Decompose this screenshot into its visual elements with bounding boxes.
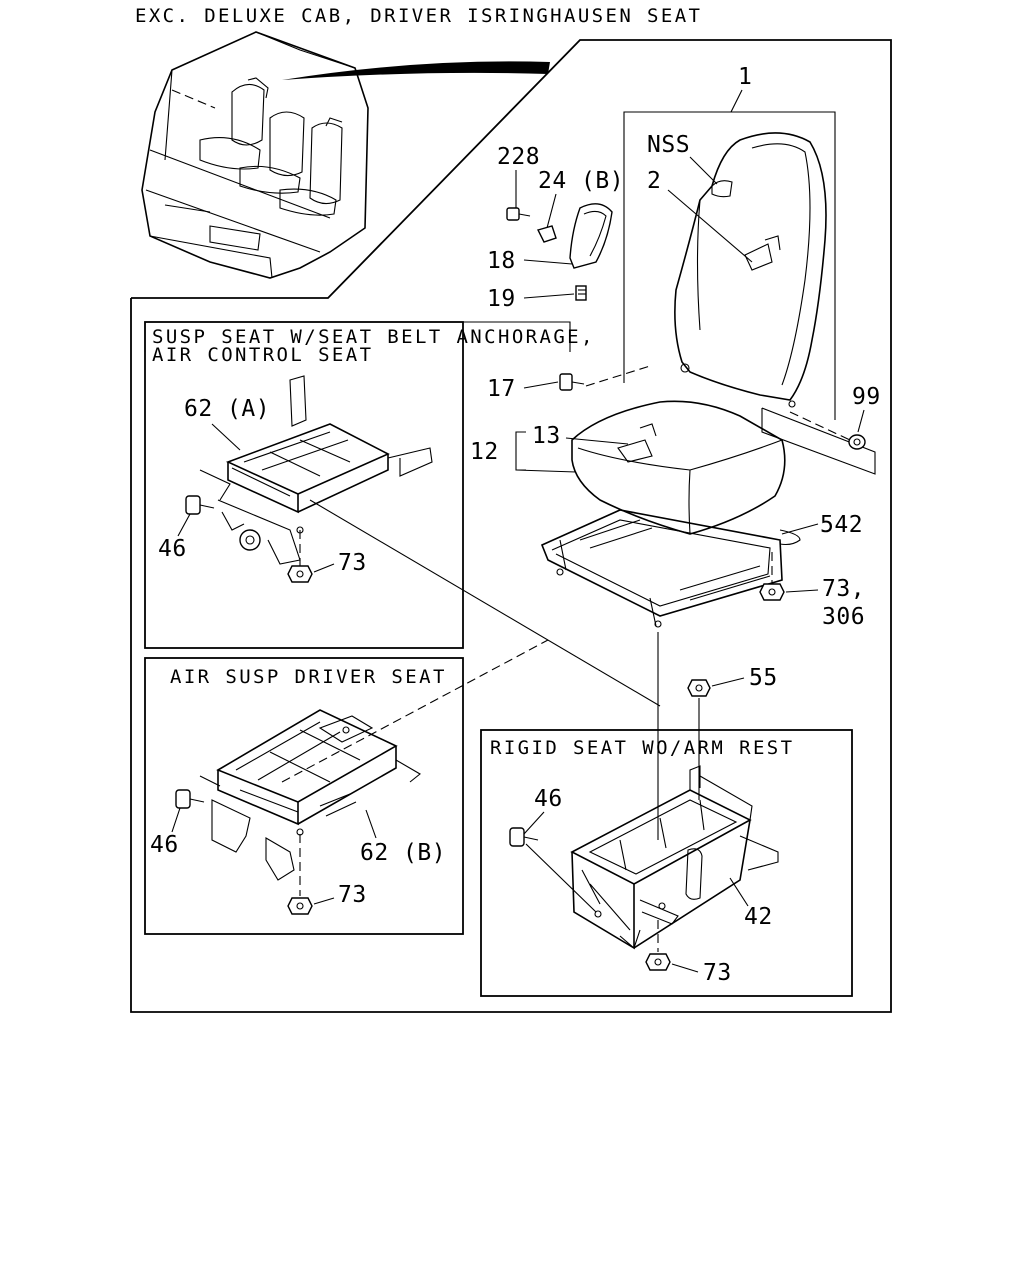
callout-13: 13 <box>532 423 561 449</box>
seat-cushion <box>571 400 786 535</box>
leader-62b <box>365 809 377 839</box>
washer-99-panel <box>761 407 876 475</box>
leader-73-306 <box>785 589 819 593</box>
callout-46-air: 46 <box>150 832 179 858</box>
box-air-susp-title: AIR SUSP DRIVER SEAT <box>170 666 447 688</box>
callout-42: 42 <box>744 904 773 930</box>
leader-46-air <box>171 807 181 833</box>
washer-99 <box>848 434 866 450</box>
nut-55 <box>687 679 711 697</box>
callout-46-susp: 46 <box>158 536 187 562</box>
leader-73-rigid <box>671 963 699 973</box>
nut-73-rigid <box>645 953 671 971</box>
bracket-24b <box>536 225 557 243</box>
leader-62a <box>211 423 241 451</box>
air-susp-bracket <box>199 709 421 881</box>
bolt-46-air <box>175 789 205 809</box>
leader-46-rigid <box>523 811 545 835</box>
box-susp-seat-title-2: AIR CONTROL SEAT <box>152 344 373 366</box>
seatback <box>674 132 827 408</box>
leader-42 <box>729 877 749 907</box>
slide-frame <box>540 509 801 628</box>
seat-assembly-bracket <box>623 111 836 420</box>
callout-62b: 62 (B) <box>360 840 446 866</box>
callout-228: 228 <box>497 144 540 170</box>
callout-17: 17 <box>487 376 516 402</box>
bolt-228 <box>506 207 531 221</box>
leader-46-rigid-2 <box>525 843 597 913</box>
box-susp-seat-header <box>144 321 571 352</box>
leader-99 <box>857 409 865 433</box>
leader-55 <box>711 677 745 687</box>
callout-19: 19 <box>487 286 516 312</box>
screw-19 <box>575 285 587 301</box>
callout-73-306-a: 73, <box>822 576 865 602</box>
callout-nss: NSS <box>647 132 690 158</box>
callout-73-rigid: 73 <box>703 960 732 986</box>
nut-73-air <box>287 897 313 915</box>
callout-18: 18 <box>487 248 516 274</box>
box-rigid-seat <box>480 729 853 997</box>
rigid-seat-base <box>570 765 779 950</box>
main-frame <box>130 39 892 1013</box>
leader-46-susp <box>177 513 191 537</box>
bolt-17 <box>559 373 585 391</box>
callout-46-rigid: 46 <box>534 786 563 812</box>
connector-air <box>281 639 549 783</box>
callout-12: 12 <box>470 439 499 465</box>
bracket-12 <box>515 431 526 471</box>
leader-12 <box>515 469 577 473</box>
leader-13 <box>565 437 629 445</box>
leader-arc <box>282 61 550 80</box>
leader-18 <box>523 259 573 265</box>
callout-99: 99 <box>852 384 881 410</box>
nut-73-306 <box>759 583 785 601</box>
cab-illustration <box>141 31 550 279</box>
leader-542 <box>781 523 819 535</box>
bolt-46-rigid <box>509 827 539 847</box>
leader-24b <box>546 193 557 229</box>
callout-73-air: 73 <box>338 882 367 908</box>
callout-2: 2 <box>647 168 661 194</box>
callout-73-306-b: 306 <box>822 604 865 630</box>
callout-1: 1 <box>738 64 752 90</box>
connector-susp <box>309 499 661 707</box>
susp-seat-bracket <box>199 375 433 565</box>
leader-17 <box>523 381 559 389</box>
box-susp-seat-title-1: SUSP SEAT W/SEAT BELT ANCHORAGE, <box>152 326 595 348</box>
diagram-title: EXC. DELUXE CAB, DRIVER ISRINGHAUSEN SEA… <box>135 5 702 27</box>
bolt-46-susp <box>185 495 215 515</box>
leader-1 <box>730 89 743 113</box>
callout-73-susp: 73 <box>338 550 367 576</box>
nut-73-susp <box>287 565 313 583</box>
callout-62a: 62 (A) <box>184 396 270 422</box>
box-rigid-seat-title: RIGID SEAT WO/ARM REST <box>490 737 794 759</box>
box-air-susp <box>144 657 464 935</box>
leader-19 <box>523 293 575 299</box>
leader-73-air <box>313 897 335 905</box>
leader-2 <box>667 189 753 263</box>
leader-73-susp <box>313 563 335 573</box>
callout-55: 55 <box>749 665 778 691</box>
callout-24b: 24 (B) <box>538 168 624 194</box>
callout-542: 542 <box>820 512 863 538</box>
box-susp-seat <box>144 321 464 649</box>
cover-18 <box>569 203 613 269</box>
leader-nss <box>689 156 718 185</box>
